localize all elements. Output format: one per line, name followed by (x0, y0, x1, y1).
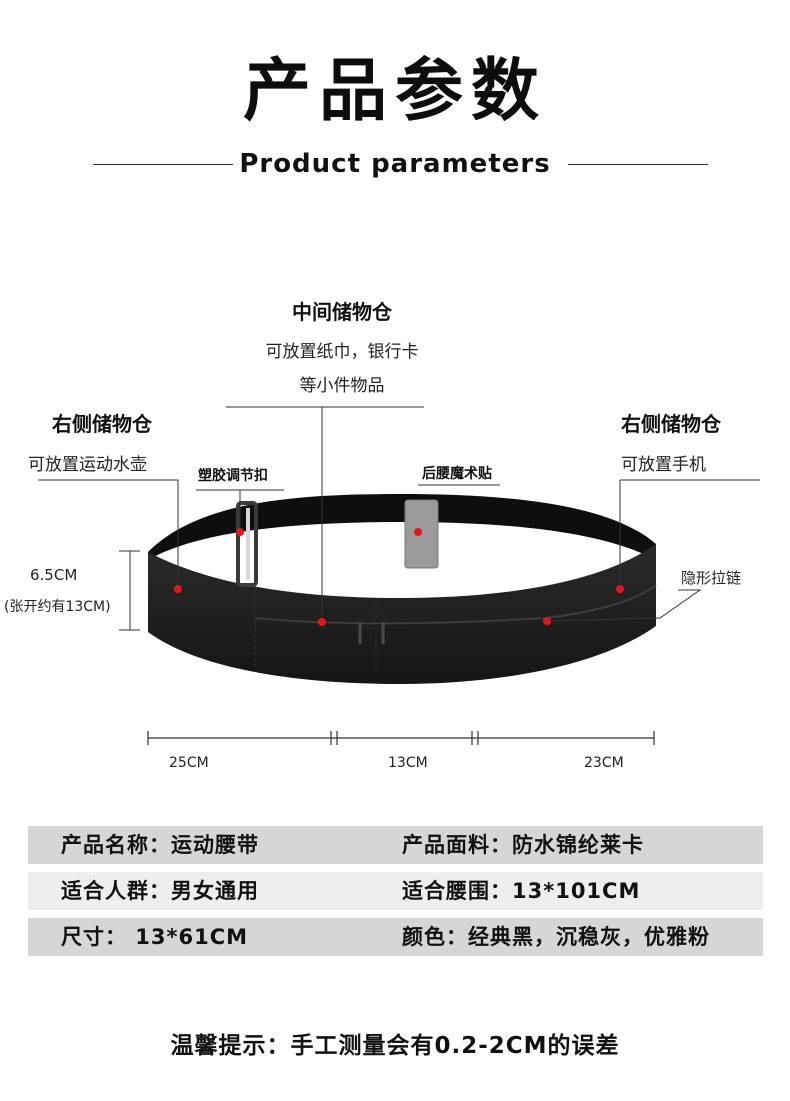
middle-pocket-title: 中间储物仓 (292, 300, 392, 324)
belt-front (148, 544, 656, 684)
page-subtitle: Product parameters (239, 149, 551, 179)
zipper-label: 隐形拉链 (681, 569, 742, 587)
title-rule-left (93, 164, 233, 165)
height-dimension (119, 550, 140, 631)
velcro-patch (404, 499, 439, 569)
marker-left-pocket (174, 585, 182, 593)
dimension-seg2-label: 13CM (388, 755, 428, 771)
spec-row-1: 产品名称：运动腰带 产品面料：防水锦纶莱卡 (28, 826, 763, 864)
marker-buckle (236, 528, 244, 536)
spec-colors: 颜色：经典黑，沉稳灰，优雅粉 (402, 925, 710, 949)
leader-lines (38, 406, 760, 622)
spec-product-name: 产品名称：运动腰带 (61, 833, 259, 857)
left-pocket-desc: 可放置运动水壶 (28, 455, 147, 475)
marker-velcro (414, 528, 422, 536)
dimension-seg3-label: 23CM (584, 755, 624, 771)
spec-row-3: 尺寸： 13*61CM 颜色：经典黑，沉稳灰，优雅粉 (28, 918, 763, 956)
marker-zipper (543, 617, 551, 625)
measurement-tip: 温馨提示：手工测量会有0.2-2CM的误差 (170, 1033, 620, 1059)
middle-pocket-desc-1: 可放置纸巾，银行卡 (265, 342, 419, 362)
spec-audience: 适合人群：男女通用 (61, 879, 259, 903)
page-title: 产品参数 (242, 52, 547, 131)
left-pocket-title: 右侧储物仓 (52, 412, 152, 436)
height-note: (张开约有13CM) (4, 599, 111, 615)
marker-dots (174, 528, 624, 626)
belt-stitches (254, 598, 377, 676)
buckle-highlight (246, 508, 250, 580)
velcro-label: 后腰魔术贴 (422, 466, 492, 482)
middle-pocket-desc-2: 等小件物品 (299, 376, 385, 396)
buckle-shape (236, 501, 258, 587)
spec-size: 尺寸： 13*61CM (61, 925, 249, 949)
belt-inner (148, 494, 656, 560)
right-pocket-desc: 可放置手机 (621, 455, 706, 475)
marker-right-pocket (616, 585, 624, 593)
spec-waist: 适合腰围：13*101CM (402, 879, 641, 903)
title-rule-right (568, 164, 708, 165)
zipper-pulls (358, 622, 385, 644)
zipper-seam (254, 584, 657, 625)
width-dimension (147, 731, 655, 745)
belt-illustration (38, 406, 760, 745)
marker-middle-pocket (318, 618, 326, 626)
spec-fabric: 产品面料：防水锦纶莱卡 (402, 833, 644, 857)
right-pocket-title: 右侧储物仓 (621, 412, 721, 436)
spec-row-2: 适合人群：男女通用 适合腰围：13*101CM (28, 872, 763, 910)
height-label: 6.5CM (30, 566, 78, 584)
buckle-label: 塑胶调节扣 (198, 468, 268, 484)
dimension-seg1-label: 25CM (169, 755, 209, 771)
